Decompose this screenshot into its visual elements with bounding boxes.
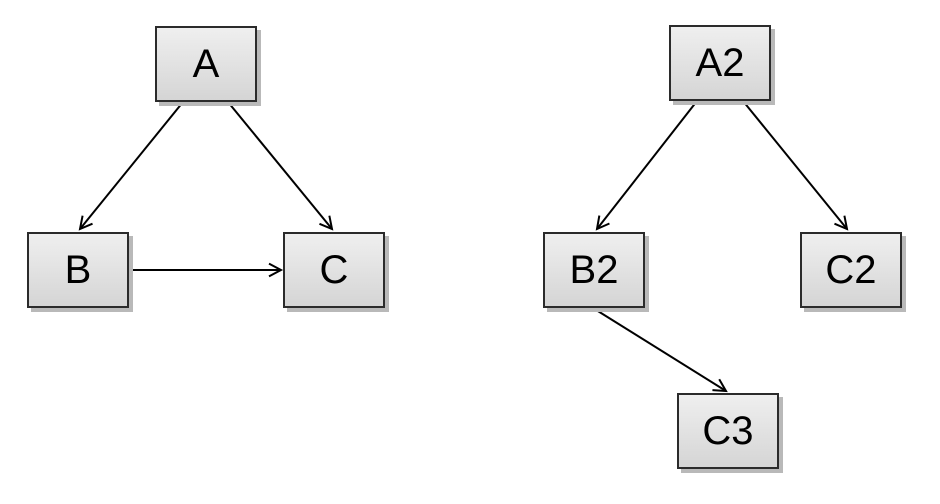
node-C2[interactable]: C2 [800, 232, 902, 308]
edge-A-C [227, 101, 334, 231]
node-label: C [319, 248, 349, 292]
node-label: C2 [825, 248, 877, 292]
edge-A2-C2 [742, 100, 849, 231]
node-B2[interactable]: B2 [543, 232, 645, 308]
node-C[interactable]: C [283, 232, 385, 308]
node-A[interactable]: A [155, 26, 257, 102]
edge-lines [78, 100, 849, 393]
node-B[interactable]: B [27, 232, 129, 308]
edge-B2-C3 [592, 307, 728, 393]
edge-A2-B2 [595, 100, 698, 231]
node-label: B [64, 248, 92, 292]
node-C3[interactable]: C3 [677, 393, 779, 469]
node-label: A2 [695, 41, 745, 85]
node-label: B2 [569, 248, 619, 292]
node-label: C3 [702, 409, 754, 453]
node-A2[interactable]: A2 [669, 25, 771, 101]
edge-A-B [78, 101, 184, 231]
node-label: A [192, 42, 220, 86]
